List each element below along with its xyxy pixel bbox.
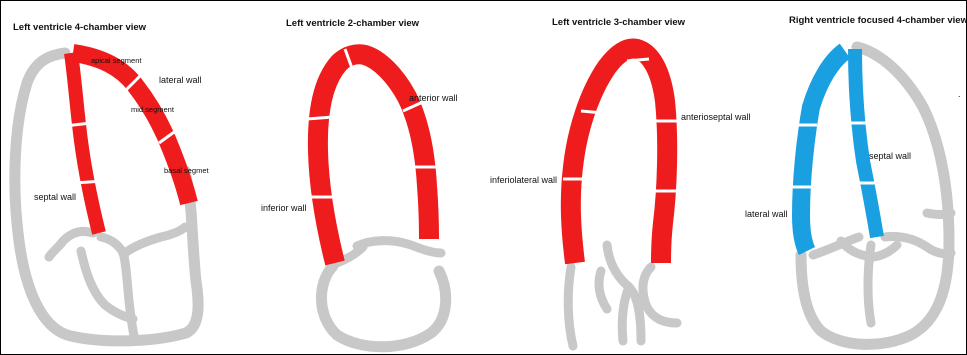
label-septal-wall: septal wall xyxy=(34,192,76,202)
label-inferiolateral-wall: inferiolateral wall xyxy=(490,175,557,185)
label-lateral-wall: lateral wall xyxy=(745,209,788,219)
label-anterioseptal-wall: anterioseptal wall xyxy=(681,112,751,122)
panel-title: Left ventricle 3-chamber view xyxy=(552,17,686,28)
rv-wall-segments xyxy=(789,49,877,251)
segment-divider xyxy=(627,59,649,61)
lv-wall-segments xyxy=(563,49,679,263)
label-lateral-wall: lateral wall xyxy=(159,75,202,85)
panel-lv-3-chamber: Left ventricle 3-chamber view anteriosep… xyxy=(490,17,751,346)
segment-divider xyxy=(75,181,103,183)
label-basal-segment: basal segmet xyxy=(164,166,210,175)
label-septal-wall: septal wall xyxy=(869,151,911,161)
segment-divider xyxy=(65,123,91,126)
lv-wall-segments xyxy=(307,49,441,263)
segment-divider xyxy=(581,111,603,113)
label-anterior-wall: anterior wall xyxy=(409,93,458,103)
panel-lv-4-chamber: Left ventricle 4-chamber view apical seg… xyxy=(13,22,210,341)
panel-rv-4-chamber: Right ventricle focused 4-chamber view s… xyxy=(745,15,966,344)
label-inferior-wall: inferior wall xyxy=(261,203,307,213)
segment-divider xyxy=(307,117,333,119)
panel-title: Left ventricle 2-chamber view xyxy=(286,18,420,29)
panel-title: Right ventricle focused 4-chamber view xyxy=(789,15,966,26)
label-mid-segment: mid segment xyxy=(131,105,175,114)
stray-mark: . xyxy=(958,89,961,99)
panel-lv-2-chamber: Left ventricle 2-chamber view anterior w… xyxy=(261,18,458,347)
label-apical-segment: apical segment xyxy=(91,56,142,65)
panel-title: Left ventricle 4-chamber view xyxy=(13,22,147,33)
